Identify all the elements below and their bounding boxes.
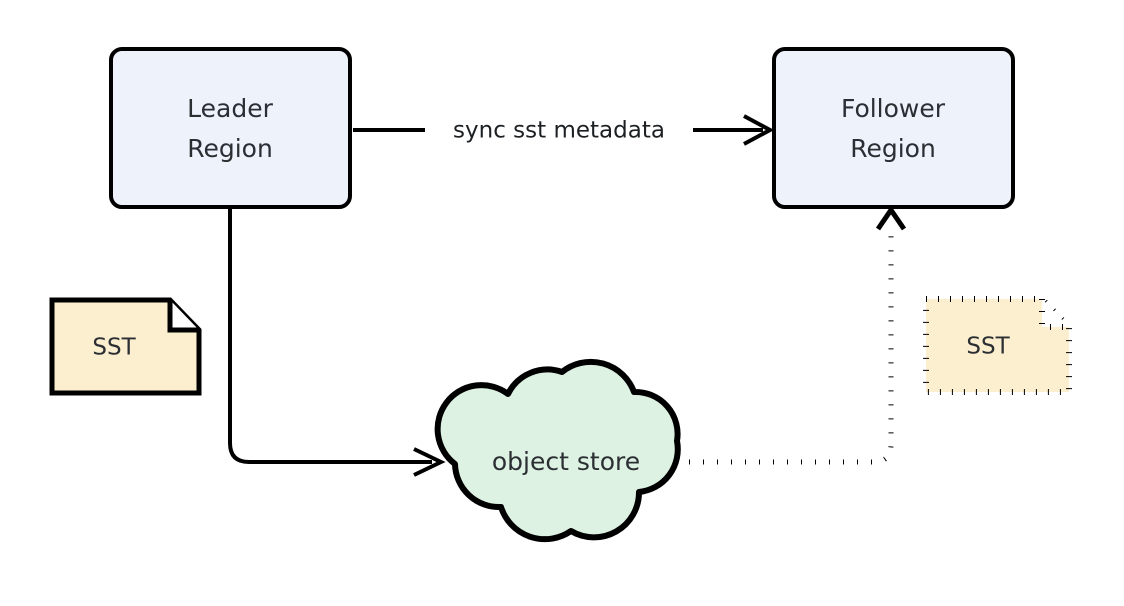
edge-upload-sst	[228, 209, 446, 477]
follower-region-label-line1: Follower	[841, 94, 946, 123]
sst-follower-fold-icon	[1039, 299, 1069, 330]
sst-follower-label: SST	[966, 334, 1010, 360]
edge-sync-metadata: sync sst metadata	[353, 114, 775, 146]
edge-fetch-sst-line	[689, 228, 894, 465]
sst-leader-label: SST	[92, 335, 136, 361]
leader-region-box[interactable]	[109, 47, 352, 209]
edge-sync-metadata-arrowhead	[743, 114, 775, 146]
node-sst-leader[interactable]: SST	[49, 297, 202, 396]
object-store-label: object store	[492, 447, 640, 476]
edge-sync-metadata-label: sync sst metadata	[453, 118, 665, 144]
node-leader-region[interactable]: Leader Region	[109, 47, 352, 209]
node-sst-follower[interactable]: SST	[923, 296, 1072, 395]
follower-region-box[interactable]	[772, 47, 1015, 209]
leader-region-label-line1: Leader	[187, 94, 273, 123]
edge-fetch-sst	[689, 205, 907, 465]
follower-region-label-line2: Region	[850, 134, 936, 163]
object-store-cloud-shape[interactable]	[434, 358, 681, 543]
leader-region-label-line2: Region	[187, 134, 273, 163]
node-follower-region[interactable]: Follower Region	[772, 47, 1015, 209]
sst-follower-body[interactable]	[923, 296, 1072, 395]
edge-fetch-sst-arrowhead	[875, 205, 907, 231]
sst-leader-body[interactable]	[49, 297, 202, 396]
edge-upload-sst-arrowhead	[413, 447, 446, 477]
edge-upload-sst-line	[228, 209, 432, 464]
sst-leader-fold-icon	[167, 300, 199, 333]
node-object-store[interactable]: object store	[434, 358, 681, 543]
